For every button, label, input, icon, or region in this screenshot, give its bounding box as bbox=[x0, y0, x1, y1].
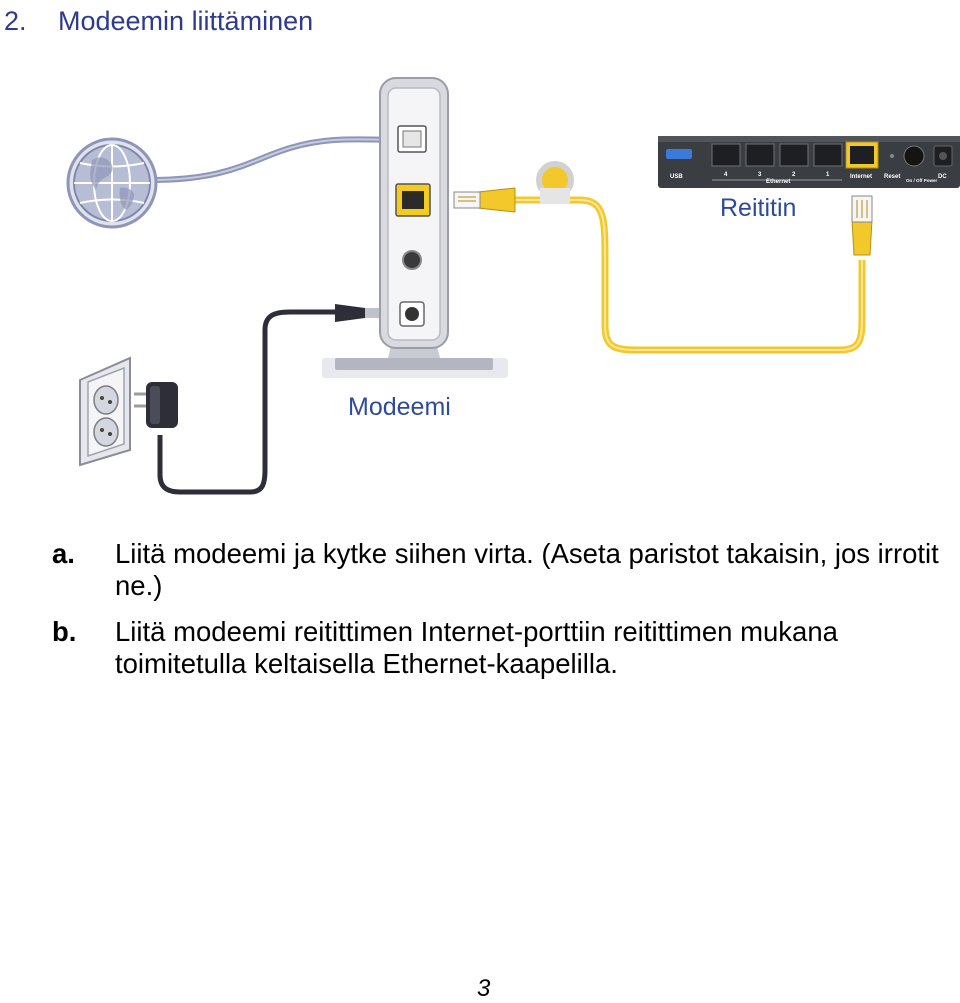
router-icon: USB 4 3 2 1 Ethernet Internet Reset On /… bbox=[658, 136, 960, 188]
section-heading: 2. Modeemin liittäminen bbox=[4, 6, 313, 37]
power-adapter-icon bbox=[134, 382, 178, 428]
router-reset-label: Reset bbox=[884, 174, 900, 180]
globe-icon bbox=[66, 137, 158, 229]
section-title: Modeemin liittäminen bbox=[58, 6, 314, 36]
router-port-usb: USB bbox=[670, 174, 683, 180]
instruction-list: a. Liitä modeemi ja kytke siihen virta. … bbox=[0, 538, 960, 694]
wall-outlet-icon bbox=[79, 356, 131, 467]
step-b: b. Liitä modeemi reitittimen Internet-po… bbox=[0, 616, 960, 680]
step-a-text: Liitä modeemi ja kytke siihen virta. (As… bbox=[115, 538, 939, 601]
modem-label: Modeemi bbox=[348, 393, 451, 421]
router-dc-label: DC bbox=[938, 174, 947, 180]
router-internet-label: Internet bbox=[850, 174, 872, 180]
modem-icon bbox=[322, 77, 508, 378]
connection-diagram: USB 4 3 2 1 Ethernet Internet Reset On /… bbox=[0, 60, 960, 500]
router-port-3: 3 bbox=[758, 172, 762, 178]
router-ethernet-label: Ethernet bbox=[766, 179, 790, 185]
router-port-4: 4 bbox=[724, 172, 728, 178]
step-b-letter: b. bbox=[52, 616, 77, 647]
yellow-ethernet-cable-icon bbox=[453, 161, 873, 354]
router-label: Reititin bbox=[720, 194, 797, 222]
step-b-text: Liitä modeemi reitittimen Internet-portt… bbox=[115, 616, 838, 679]
page-number: 3 bbox=[477, 975, 491, 1002]
router-port-1: 1 bbox=[826, 172, 830, 178]
step-a: a. Liitä modeemi ja kytke siihen virta. … bbox=[0, 538, 960, 602]
router-power-label: On / Off Power bbox=[906, 178, 938, 183]
router-port-2: 2 bbox=[792, 172, 796, 178]
section-number: 2. bbox=[4, 6, 27, 36]
power-cable-icon bbox=[157, 304, 379, 495]
step-a-letter: a. bbox=[52, 538, 75, 569]
diagram-drawing: USB 4 3 2 1 Ethernet Internet Reset On /… bbox=[66, 77, 960, 495]
